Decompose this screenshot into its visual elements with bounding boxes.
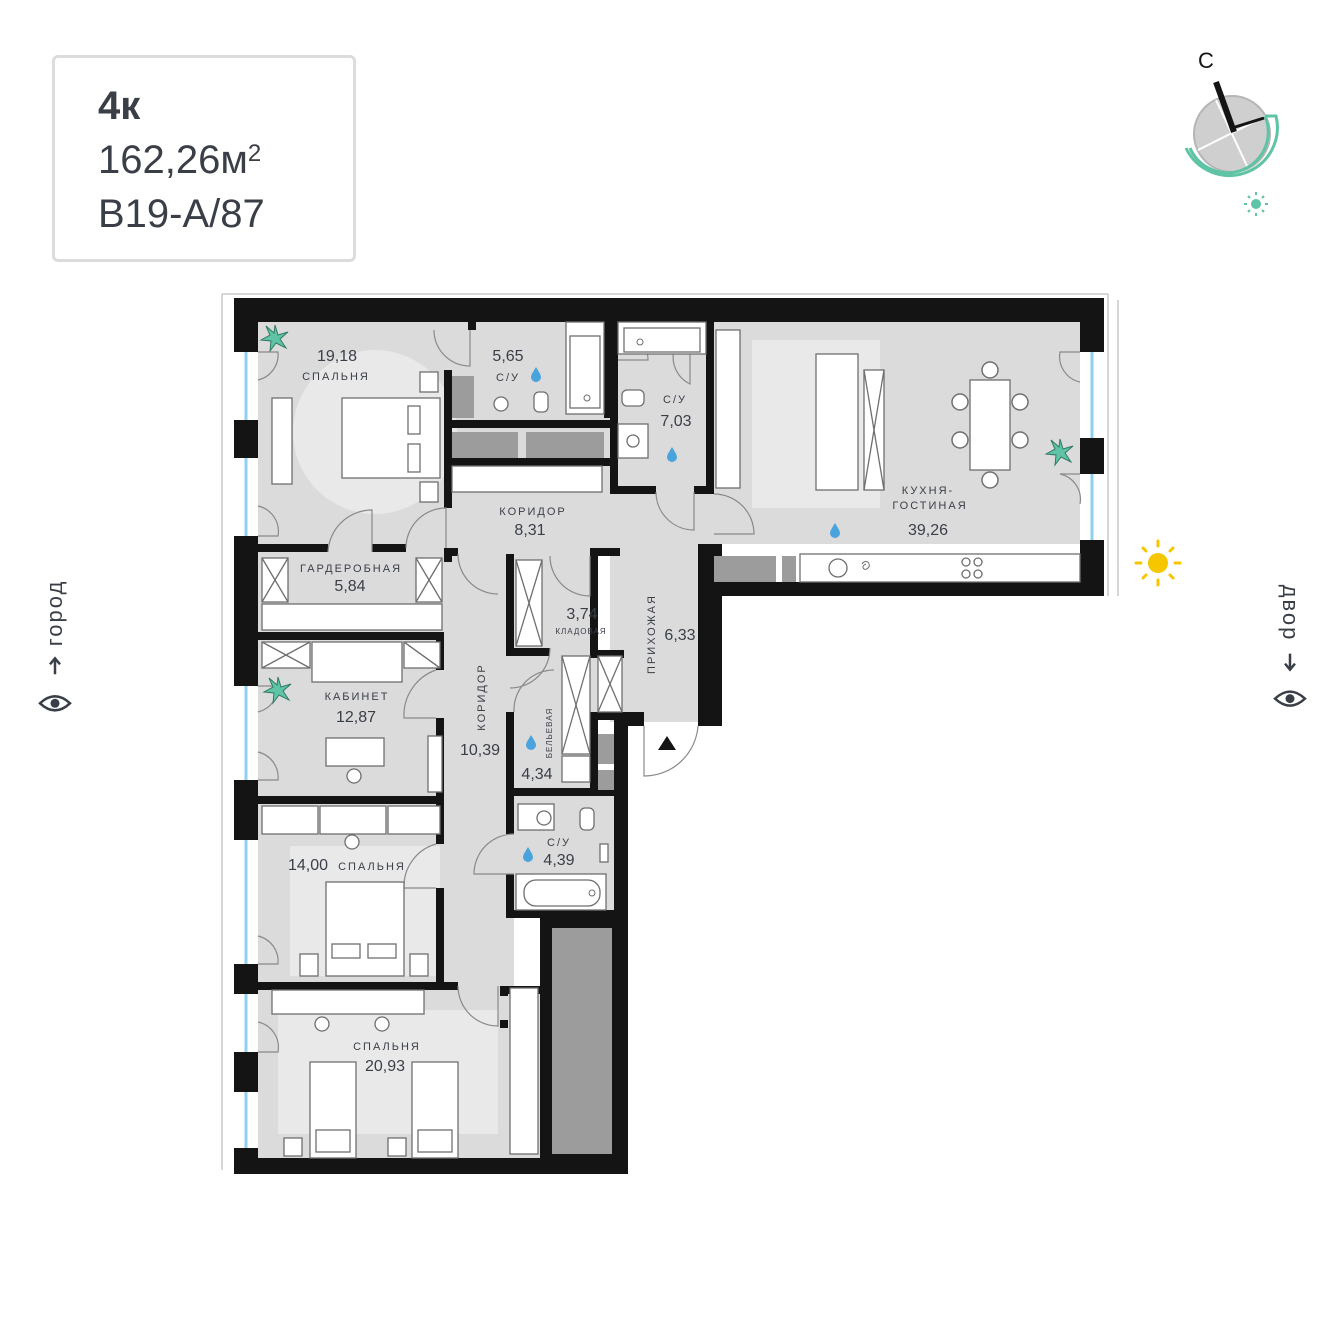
- office-desk: [325, 737, 385, 767]
- storage-name: КЛАДОВАЯ: [555, 627, 606, 636]
- bath3-name: С/У: [547, 837, 571, 849]
- living-sofa: [815, 353, 859, 491]
- compass-sun-icon: [1244, 192, 1268, 216]
- compass-north-label: С: [1198, 48, 1214, 73]
- bedroom3-name: СПАЛЬНЯ: [353, 1041, 421, 1053]
- yard-side-label: двор: [1273, 584, 1307, 716]
- fixtures: [583, 338, 870, 897]
- hall-area: 6,33: [664, 627, 695, 644]
- bath1-area: 5,65: [492, 348, 523, 365]
- entrance-arrow-icon: [658, 736, 676, 750]
- bath1-name: С/У: [496, 372, 520, 384]
- service-blocks: [452, 376, 796, 1154]
- bedroom1-tv-unit: [271, 397, 293, 485]
- bedroom2-area: 14,00: [288, 857, 328, 874]
- office-sofa: [311, 641, 403, 683]
- bedroom1-bed: [341, 397, 441, 479]
- corridor-wardrobe: [451, 465, 603, 493]
- furniture: [261, 321, 1081, 1159]
- arrow-icon: [49, 656, 61, 675]
- bedroom3-desk: [271, 989, 425, 1015]
- kitchen-area: 39,26: [908, 522, 948, 539]
- city-label: город: [42, 579, 67, 647]
- facade-lines: [221, 293, 1119, 1170]
- bath1-toilet: [533, 391, 549, 413]
- yard-label: двор: [1278, 584, 1303, 642]
- bedroom2-bed: [325, 881, 405, 977]
- sun-icon: [1134, 539, 1182, 587]
- total-area-value: 162,26м: [98, 138, 248, 182]
- hall-name: ПРИХОЖАЯ: [646, 594, 658, 674]
- dining-table: [969, 379, 1011, 471]
- arrow-icon: [1284, 653, 1296, 672]
- eye-icon: [38, 695, 72, 712]
- corridor1-name: КОРИДОР: [499, 506, 566, 518]
- bedroom2-name: СПАЛЬНЯ: [338, 861, 406, 873]
- eye-icon: [1273, 690, 1307, 707]
- bedroom3-area: 20,93: [365, 1058, 405, 1075]
- living-tv-unit: [715, 329, 741, 489]
- bath2-toilet: [621, 389, 645, 407]
- corridor2-name: КОРИДОР: [476, 663, 488, 730]
- office-area: 12,87: [336, 709, 376, 726]
- apartment-info-card: 4к 162,26м2 B19-A/87: [52, 55, 356, 262]
- city-side-label: город: [38, 579, 72, 721]
- kitchen-name-line2: ГОСТИНАЯ: [892, 500, 967, 512]
- wardrobe-rail: [261, 603, 443, 631]
- linen-area: 4,34: [521, 766, 552, 783]
- bath2-name: С/У: [663, 394, 687, 406]
- compass-icon: С: [1184, 48, 1279, 216]
- corridor1-area: 8,31: [514, 522, 545, 539]
- linen-name: БЕЛЬЕВАЯ: [545, 708, 554, 759]
- bedroom1-area: 19,18: [317, 348, 357, 365]
- office-name: КАБИНЕТ: [325, 691, 390, 703]
- bath3-area: 4,39: [543, 852, 574, 869]
- bath1-sink: [493, 396, 509, 412]
- corridor2-area: 10,39: [460, 742, 500, 759]
- bath2-area: 7,03: [660, 413, 691, 430]
- bedroom3-wardrobe: [509, 987, 539, 1155]
- washing-machine: [561, 755, 591, 783]
- area-unit-sup: 2: [247, 140, 262, 167]
- total-area: 162,26м2: [98, 138, 261, 183]
- room-count: 4к: [98, 84, 141, 128]
- windows: [244, 352, 1094, 1148]
- wardrobe-area: 5,84: [334, 578, 365, 595]
- bedroom2-desk: [319, 805, 387, 835]
- wardrobe-name: ГАРДЕРОБНАЯ: [300, 563, 402, 575]
- storage-area: 3,74: [566, 606, 597, 623]
- bedroom1-name: СПАЛЬНЯ: [302, 371, 370, 383]
- apartment-code: B19-A/87: [98, 192, 265, 236]
- kitchen-name-line1: КУХНЯ-: [902, 485, 954, 497]
